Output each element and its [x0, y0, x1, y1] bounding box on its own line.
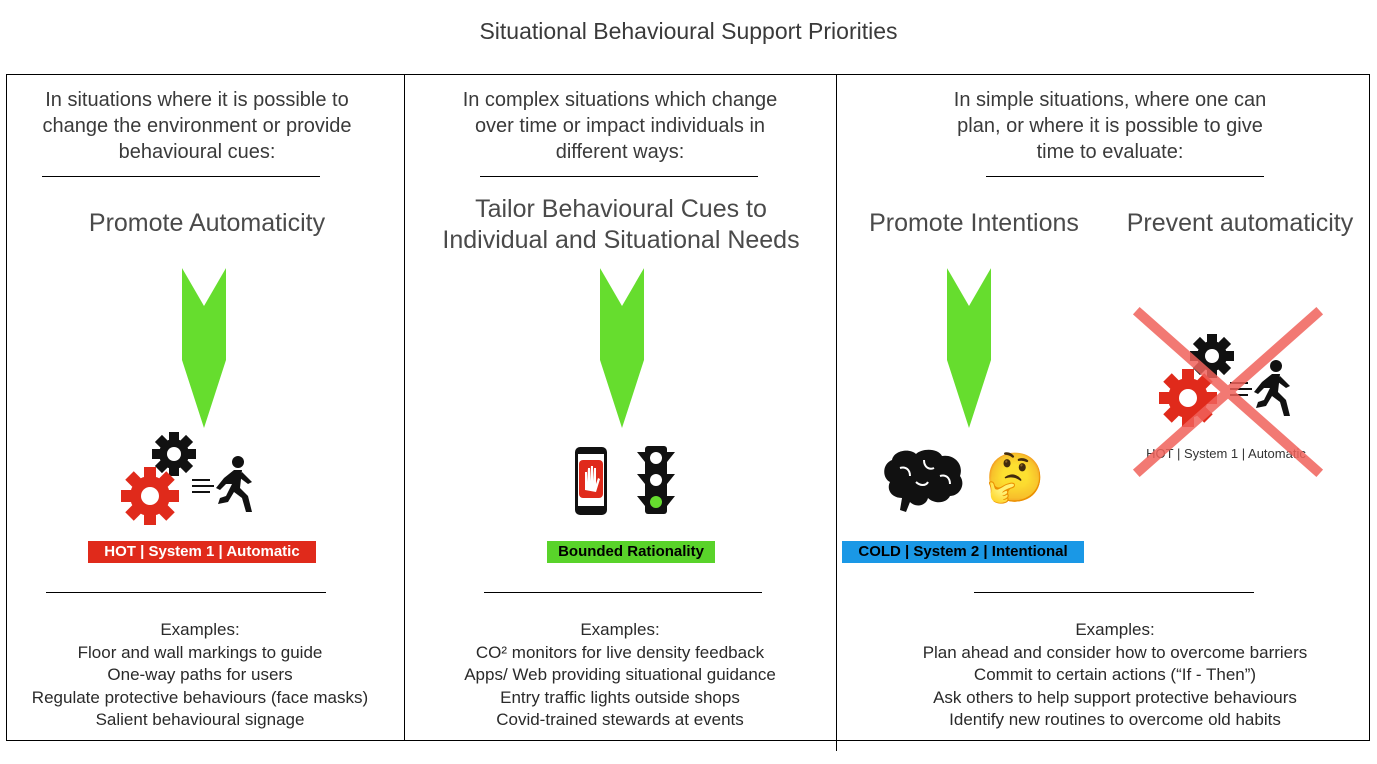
examples-title: Examples:: [580, 620, 660, 639]
example-item: Floor and wall markings to guide: [77, 642, 323, 662]
examples-divider: [974, 592, 1254, 593]
page-title: Situational Behavioural Support Prioriti…: [479, 18, 898, 44]
runner-icon: [1254, 360, 1290, 416]
column-1-intro: In situations where it is possible to ch…: [10, 87, 384, 165]
example-item: Plan ahead and consider how to overcome …: [922, 642, 1308, 662]
hot-system-1-badge: HOT | System 1 | Automatic: [88, 541, 316, 563]
heading-line: Tailor Behavioural Cues to: [475, 195, 767, 223]
intro-line: In situations where it is possible to: [45, 89, 349, 111]
intro-line: different ways:: [555, 141, 685, 163]
example-item: Covid-trained stewards at events: [496, 710, 744, 729]
intro-line: plan, or where it is possible to give: [957, 115, 1263, 137]
column-2-heading: Tailor Behavioural Cues to Individual an…: [408, 194, 834, 256]
brain-icon: [884, 449, 963, 512]
gears-icon: [1159, 334, 1234, 427]
intro-line: behavioural cues:: [118, 141, 276, 163]
intro-divider: [986, 176, 1264, 177]
intro-divider: [42, 176, 320, 177]
example-item: Commit to certain actions (“If - Then”): [973, 665, 1257, 684]
speed-lines-icon: [192, 479, 214, 493]
intro-line: In simple situations, where one can: [953, 89, 1267, 111]
intro-line: change the environment or provide: [42, 115, 352, 137]
column-3-intro: In simple situations, where one can plan…: [910, 87, 1310, 165]
example-item: Identify new routines to overcome old ha…: [949, 710, 1281, 729]
examples-title: Examples:: [160, 620, 240, 639]
bounded-rationality-badge: Bounded Rationality: [547, 541, 715, 563]
column-2-intro: In complex situations which change over …: [414, 87, 826, 165]
runner-icon: [216, 456, 252, 512]
examples-divider: [484, 592, 762, 593]
heading-line: Promote Automaticity: [88, 209, 326, 237]
promote-intentions-heading: Promote Intentions: [869, 209, 1079, 237]
examples-title: Examples:: [1075, 620, 1155, 639]
cold-system-2-badge: COLD | System 2 | Intentional: [842, 541, 1084, 563]
example-item: Apps/ Web providing situational guidance: [464, 665, 776, 684]
example-item: CO² monitors for live density feedback: [475, 642, 765, 662]
cross-out-icon: [1132, 306, 1324, 478]
prevent-automaticity-heading: Prevent automaticity: [1126, 209, 1354, 237]
column-divider-2: [836, 74, 837, 751]
example-item: Ask others to help support protective be…: [933, 687, 1297, 707]
intro-divider: [480, 176, 758, 177]
column-2-examples: Examples: CO² monitors for live density …: [414, 619, 826, 732]
crossed-hot-label: HOT | System 1 | Automatic: [1146, 446, 1306, 461]
down-arrow-icon: [600, 268, 644, 428]
column-1-heading: Promote Automaticity: [10, 208, 404, 239]
examples-divider: [46, 592, 326, 593]
intro-line: time to evaluate:: [1036, 141, 1184, 163]
gears-icon: [121, 432, 196, 525]
heading-line: Individual and Situational Needs: [442, 226, 800, 254]
example-item: Salient behavioural signage: [95, 710, 305, 729]
intro-line: In complex situations which change: [462, 89, 778, 111]
column-1-examples: Examples: Floor and wall markings to gui…: [8, 619, 392, 732]
column-3-examples: Examples: Plan ahead and consider how to…: [880, 619, 1350, 732]
example-item: Entry traffic lights outside shops: [500, 687, 740, 707]
phone-stop-icon: [575, 447, 607, 515]
thinking-face-icon: 🤔: [985, 452, 1045, 505]
traffic-light-icon: [637, 446, 675, 514]
example-item: One-way paths for users: [107, 665, 293, 684]
down-arrow-icon: [182, 268, 226, 428]
example-item: Regulate protective behaviours (face mas…: [31, 687, 369, 707]
intro-line: over time or impact individuals in: [474, 115, 766, 137]
column-divider-1: [404, 74, 405, 741]
diagram-frame: [6, 74, 1370, 741]
down-arrow-icon: [947, 268, 991, 428]
